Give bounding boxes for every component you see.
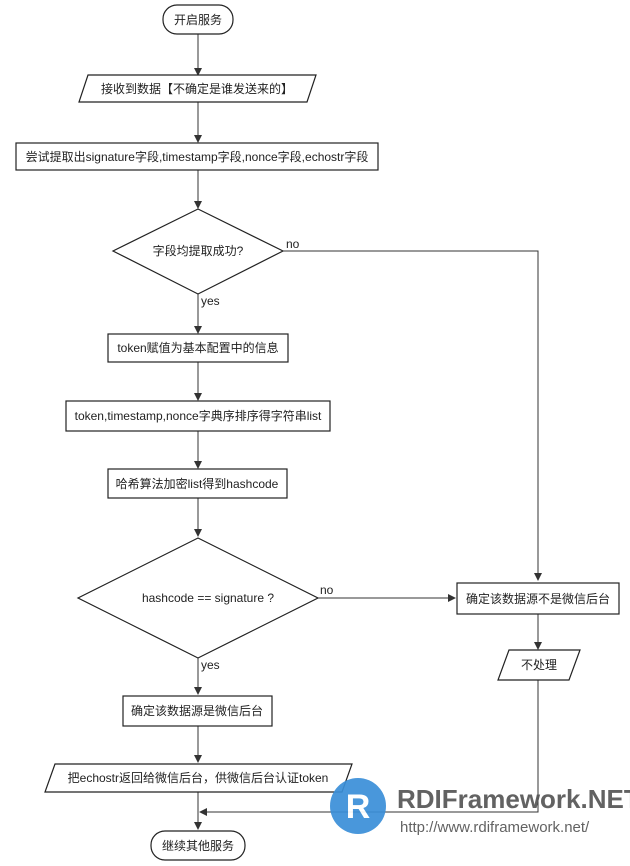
edges — [194, 34, 542, 830]
node-hash-label: 哈希算法加密list得到hashcode — [116, 476, 279, 491]
watermark: R RDIFramework.NET http://www.rdiframewo… — [330, 778, 630, 836]
edge-label-compare-yes: yes — [201, 658, 220, 672]
node-end: 继续其他服务 — [150, 830, 246, 861]
node-confirm-not-wechat: 确定该数据源不是微信后台 — [456, 582, 620, 615]
node-assign-token-label: token赋值为基本配置中的信息 — [117, 340, 278, 355]
node-extract-label: 尝试提取出signature字段,timestamp字段,nonce字段,ech… — [26, 149, 369, 164]
watermark-url: http://www.rdiframework.net/ — [400, 819, 590, 836]
node-compare-label: hashcode == signature ? — [142, 591, 274, 605]
node-assign-token: token赋值为基本配置中的信息 — [107, 333, 289, 363]
node-confirm-wechat: 确定该数据源是微信后台 — [122, 695, 273, 727]
node-no-process: 不处理 — [497, 649, 581, 681]
node-return-echostr: 把echostr返回给微信后台，供微信后台认证token — [44, 763, 353, 793]
node-confirm-not-wechat-label: 确定该数据源不是微信后台 — [466, 591, 610, 606]
node-receive-label: 接收到数据【不确定是谁发送来的】 — [101, 81, 293, 96]
watermark-logo-icon — [330, 778, 386, 834]
node-no-process-label: 不处理 — [521, 658, 557, 672]
edge-noprocess-end — [199, 680, 539, 816]
edge-label-check-no: no — [286, 237, 300, 251]
node-sort: token,timestamp,nonce字典序排序得字符串list — [65, 400, 331, 432]
edge-label-compare-no: no — [320, 583, 334, 597]
node-check-fields-label: 字段均提取成功? — [153, 243, 244, 258]
node-end-label: 继续其他服务 — [162, 838, 234, 853]
node-start: 开启服务 — [162, 4, 234, 35]
node-receive: 接收到数据【不确定是谁发送来的】 — [78, 74, 317, 103]
node-compare: hashcode == signature ? — [76, 537, 320, 659]
watermark-logo-letter: R — [346, 788, 371, 826]
node-check-fields: 字段均提取成功? — [111, 208, 285, 295]
node-hash: 哈希算法加密list得到hashcode — [107, 468, 288, 499]
node-sort-label: token,timestamp,nonce字典序排序得字符串list — [75, 408, 322, 423]
node-confirm-wechat-label: 确定该数据源是微信后台 — [131, 703, 263, 718]
node-extract: 尝试提取出signature字段,timestamp字段,nonce字段,ech… — [15, 142, 379, 171]
edge-check-no — [283, 250, 542, 581]
node-start-label: 开启服务 — [174, 12, 222, 27]
edge-label-check-yes: yes — [201, 294, 220, 308]
watermark-title: RDIFramework.NET — [397, 784, 630, 814]
node-return-echostr-label: 把echostr返回给微信后台，供微信后台认证token — [68, 770, 329, 785]
